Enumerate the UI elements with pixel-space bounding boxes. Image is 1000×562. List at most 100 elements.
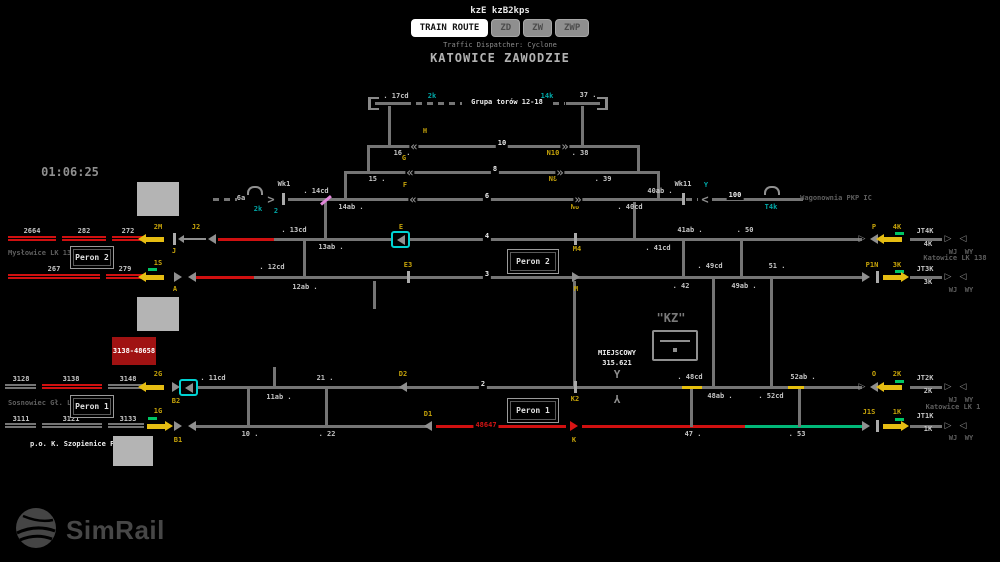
signal-triangle[interactable] [862,421,870,431]
track-segment-vertical [581,106,584,147]
signal-triangle-outline[interactable]: ▷ [944,233,952,244]
track-segment-vertical [770,279,773,388]
signal-triangle[interactable] [862,272,870,282]
signal-post[interactable] [682,193,685,205]
kz-panel-icon [652,330,698,361]
label-wj: WJ [948,248,958,256]
label-wk1: Wk1 [277,180,291,188]
signal-post[interactable] [407,271,410,283]
label-49ab: 49ab . [731,282,757,290]
signal-triangle-outline[interactable]: ▷ [944,381,952,392]
signal-triangle[interactable] [870,234,878,244]
track-segment [344,171,660,174]
route-arrow[interactable] [876,234,902,244]
track-segment-vertical [373,281,376,309]
route-arrow[interactable] [876,382,902,392]
track-segment [788,386,804,389]
signal-post[interactable] [574,381,577,393]
label-12ab: 12ab . [292,283,318,291]
label-37: 37 . [579,91,597,99]
signal-triangle-outline[interactable]: ◁ [959,381,967,392]
button-train-route[interactable]: TRAIN ROUTE [410,19,489,37]
signal-triangle[interactable] [188,272,196,282]
label-y: Y [613,392,621,406]
route-arrow[interactable] [147,421,173,431]
signal-boxed[interactable] [391,231,410,248]
kz-icon-dot [673,347,677,352]
track-segment [5,423,36,428]
label-13ab: 13ab . [318,243,344,251]
label-3133: 3133 [119,415,137,423]
green-aspect-dash [148,268,157,271]
track-segment-vertical [690,389,693,427]
track-segment [745,425,862,428]
signal-triangle-outline[interactable]: ◁ [959,271,967,282]
signal-triangle[interactable] [174,421,182,431]
track-dashed [686,198,698,201]
label-y: Y [703,181,709,189]
signal-triangle-outline[interactable]: ▷ [944,420,952,431]
signal-post[interactable] [282,193,285,205]
track-segment-vertical [657,174,660,200]
signal-triangle[interactable] [870,382,878,392]
route-arrow[interactable] [138,234,164,244]
track-segment [196,276,254,279]
route-arrow[interactable] [138,272,164,282]
label-p: P [871,223,877,231]
button-zwp[interactable]: ZWP [555,19,590,37]
track-segment [682,386,702,389]
label-279: 279 [118,265,132,273]
label-wagonownia-pkp-ic: Wagonownia PKP IC [800,194,872,202]
button-zd[interactable]: ZD [491,19,521,37]
buffer-stop [596,97,608,110]
buffer-stop [368,97,380,110]
label-d1: D1 [423,410,433,418]
signal-triangle[interactable] [570,421,578,431]
button-zw[interactable]: ZW [523,19,553,37]
signal-triangle-outline[interactable]: ◁ [959,233,967,244]
track-segment-vertical [303,241,306,278]
label-k2: K2 [570,395,580,403]
label-jt4k: JT4K [916,227,934,235]
route-arrow[interactable] [883,272,909,282]
signal-post[interactable] [876,420,879,432]
label-01-06-25: 01:06:25 [41,165,99,179]
track-segment [336,198,666,201]
label-mys-owice-lk-138: Mysłowice LK 138 [8,249,76,257]
signal-post[interactable] [574,233,577,245]
track-segment [496,425,566,428]
signal-triangle[interactable] [424,421,432,431]
label-6a: 6a [236,194,246,202]
station-title: KATOWICE ZAWODZIE [430,51,570,65]
label-10: 10 [495,139,509,148]
label-48cd: . 48cd [677,373,703,381]
signal-triangle[interactable] [208,234,216,244]
track-segment-vertical [367,148,370,173]
signal-triangle-outline[interactable]: ▷ [944,271,952,282]
signal-triangle[interactable] [399,382,407,392]
label-47: 47 . [684,430,702,438]
signal-post[interactable] [173,233,176,245]
track-segment [375,102,405,105]
track-segment-vertical [637,148,640,173]
label-51: 51 . [768,262,786,270]
signal-triangle[interactable] [572,272,580,282]
label-50: . 50 [736,226,754,234]
track-segment [436,425,478,428]
signal-post[interactable] [876,271,879,283]
signal-boxed[interactable] [179,379,198,396]
signal-triangle-outline[interactable]: ▷ [858,233,866,244]
signal-triangle-outline[interactable]: ◁ [959,420,967,431]
track-segment [910,276,942,279]
track-segment [566,102,600,105]
signal-triangle[interactable] [188,421,196,431]
shunt-arrow[interactable] [178,235,206,243]
signal-triangle[interactable] [174,272,182,282]
train-description-box[interactable]: 3138-48658 [112,337,156,365]
route-arrow[interactable] [883,421,909,431]
route-arrow[interactable] [138,382,164,392]
label-52cd: . 52cd [758,392,784,400]
label-41ab: 41ab . [677,226,703,234]
signal-triangle[interactable] [172,382,180,392]
signal-triangle-outline[interactable]: ▷ [858,381,866,392]
